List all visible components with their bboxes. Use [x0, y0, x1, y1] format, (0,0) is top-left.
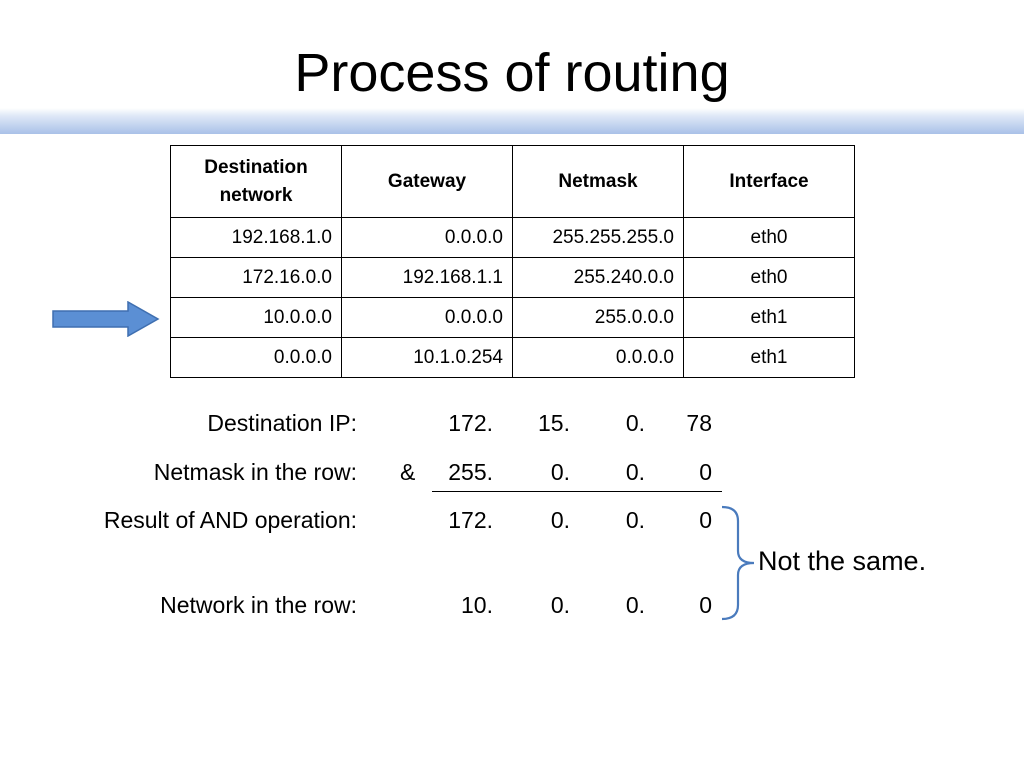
table-row: 172.16.0.0 192.168.1.1 255.240.0.0 eth0: [170, 257, 855, 298]
cell-interface: eth1: [683, 297, 855, 338]
curly-brace-icon: [721, 505, 755, 621]
cell-interface: eth0: [683, 217, 855, 258]
and-result-octet-4: 0: [699, 507, 712, 533]
network-octet-1: 10.: [461, 592, 493, 618]
destination-ip-octet-3: 0.: [625, 410, 645, 436]
network-octet-2: 0.: [550, 592, 570, 618]
table-row: 0.0.0.0 10.1.0.254 0.0.0.0 eth1: [170, 337, 855, 378]
cell-destination: 10.0.0.0: [170, 297, 342, 338]
network-label: Network in the row:: [160, 592, 357, 618]
cell-netmask: 0.0.0.0: [512, 337, 684, 378]
cell-netmask: 255.255.255.0: [512, 217, 684, 258]
cell-gateway: 192.168.1.1: [341, 257, 513, 298]
network-octet-3: 0.: [625, 592, 645, 618]
and-result-octet-2: 0.: [550, 507, 570, 533]
comparison-note: Not the same.: [758, 546, 927, 576]
and-result-label: Result of AND operation:: [103, 507, 357, 533]
header-netmask: Netmask: [512, 145, 684, 218]
destination-ip-octet-2: 15.: [538, 410, 570, 436]
cell-destination: 192.168.1.0: [170, 217, 342, 258]
title-underline-bar: [0, 108, 1024, 134]
cell-gateway: 0.0.0.0: [341, 297, 513, 338]
and-result-octet-3: 0.: [625, 507, 645, 533]
row-pointer-arrow-icon: [52, 301, 160, 337]
sum-line: [432, 491, 722, 492]
netmask-octet-1: 255.: [448, 459, 493, 485]
cell-netmask: 255.0.0.0: [512, 297, 684, 338]
cell-gateway: 0.0.0.0: [341, 217, 513, 258]
network-octet-4: 0: [699, 592, 712, 618]
cell-destination: 172.16.0.0: [170, 257, 342, 298]
destination-ip-label: Destination IP:: [207, 410, 357, 436]
netmask-octet-2: 0.: [550, 459, 570, 485]
cell-netmask: 255.240.0.0: [512, 257, 684, 298]
cell-interface: eth0: [683, 257, 855, 298]
and-result-octet-1: 172.: [448, 507, 493, 533]
destination-ip-octet-1: 172.: [448, 410, 493, 436]
header-interface: Interface: [683, 145, 855, 218]
page-title: Process of routing: [294, 43, 730, 103]
cell-gateway: 10.1.0.254: [341, 337, 513, 378]
netmask-label: Netmask in the row:: [153, 459, 357, 485]
netmask-octet-3: 0.: [625, 459, 645, 485]
and-operator: &: [400, 459, 416, 485]
destination-ip-octet-4: 78: [686, 410, 712, 436]
cell-interface: eth1: [683, 337, 855, 378]
table-row-highlighted: 10.0.0.0 0.0.0.0 255.0.0.0 eth1: [170, 297, 855, 338]
netmask-octet-4: 0: [699, 459, 712, 485]
cell-destination: 0.0.0.0: [170, 337, 342, 378]
table-row: 192.168.1.0 0.0.0.0 255.255.255.0 eth0: [170, 217, 855, 258]
header-gateway: Gateway: [341, 145, 513, 218]
